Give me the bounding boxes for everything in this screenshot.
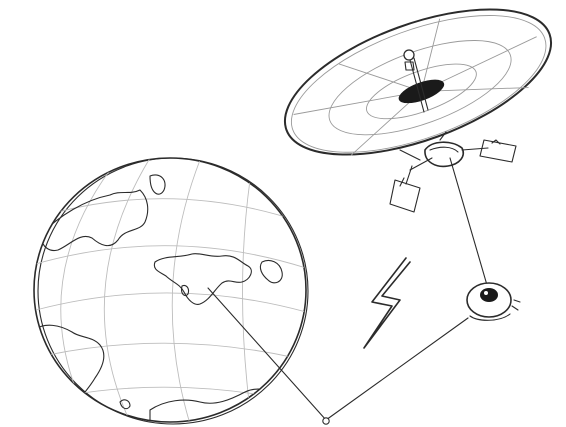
lightning-bolt-icon [364, 258, 410, 348]
satellite-dish-icon [267, 0, 566, 212]
eyeball-receiver-icon [467, 283, 520, 320]
signal-lines [208, 158, 489, 424]
signal-node-dot [323, 418, 329, 424]
globe-icon [30, 158, 310, 426]
globe-continents [33, 175, 283, 426]
